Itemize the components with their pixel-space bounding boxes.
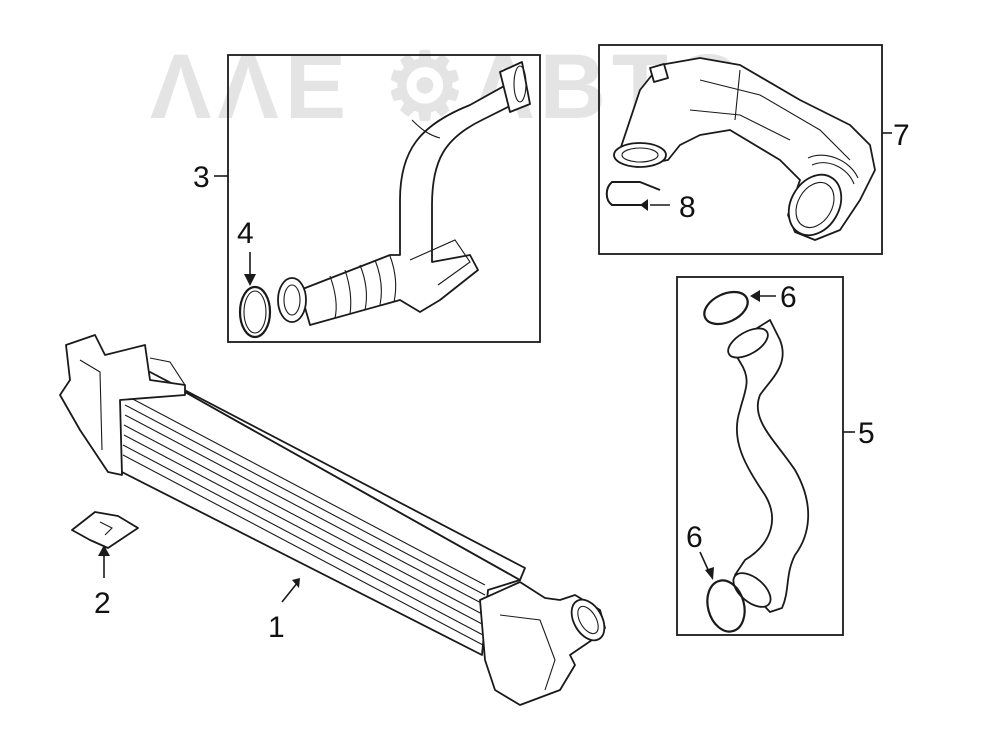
part-7-air-duct (613, 57, 876, 241)
part-1-intercooler (59, 334, 606, 706)
callout-7: 7 (893, 119, 910, 152)
callout-6-upper: 6 (780, 281, 797, 314)
part-5-lower-hose (727, 319, 810, 613)
part-6-clamp-upper (703, 290, 749, 326)
part-8-clip (605, 181, 661, 206)
part-4-o-ring (238, 285, 272, 339)
part-6-clamp-lower (706, 579, 746, 633)
part-3-upper-pipe (277, 61, 531, 326)
callout-6-lower: 6 (686, 521, 703, 554)
callout-5: 5 (858, 417, 875, 450)
part-2-bracket (71, 511, 139, 549)
callout-3: 3 (193, 161, 210, 194)
callout-4: 4 (237, 217, 254, 250)
callout-1: 1 (268, 611, 285, 644)
leader-1 (281, 581, 299, 603)
callout-8: 8 (679, 191, 696, 224)
group-box-3 (227, 54, 541, 343)
callout-2: 2 (94, 587, 111, 620)
group-box-7 (598, 44, 883, 255)
group-box-5 (676, 276, 844, 636)
